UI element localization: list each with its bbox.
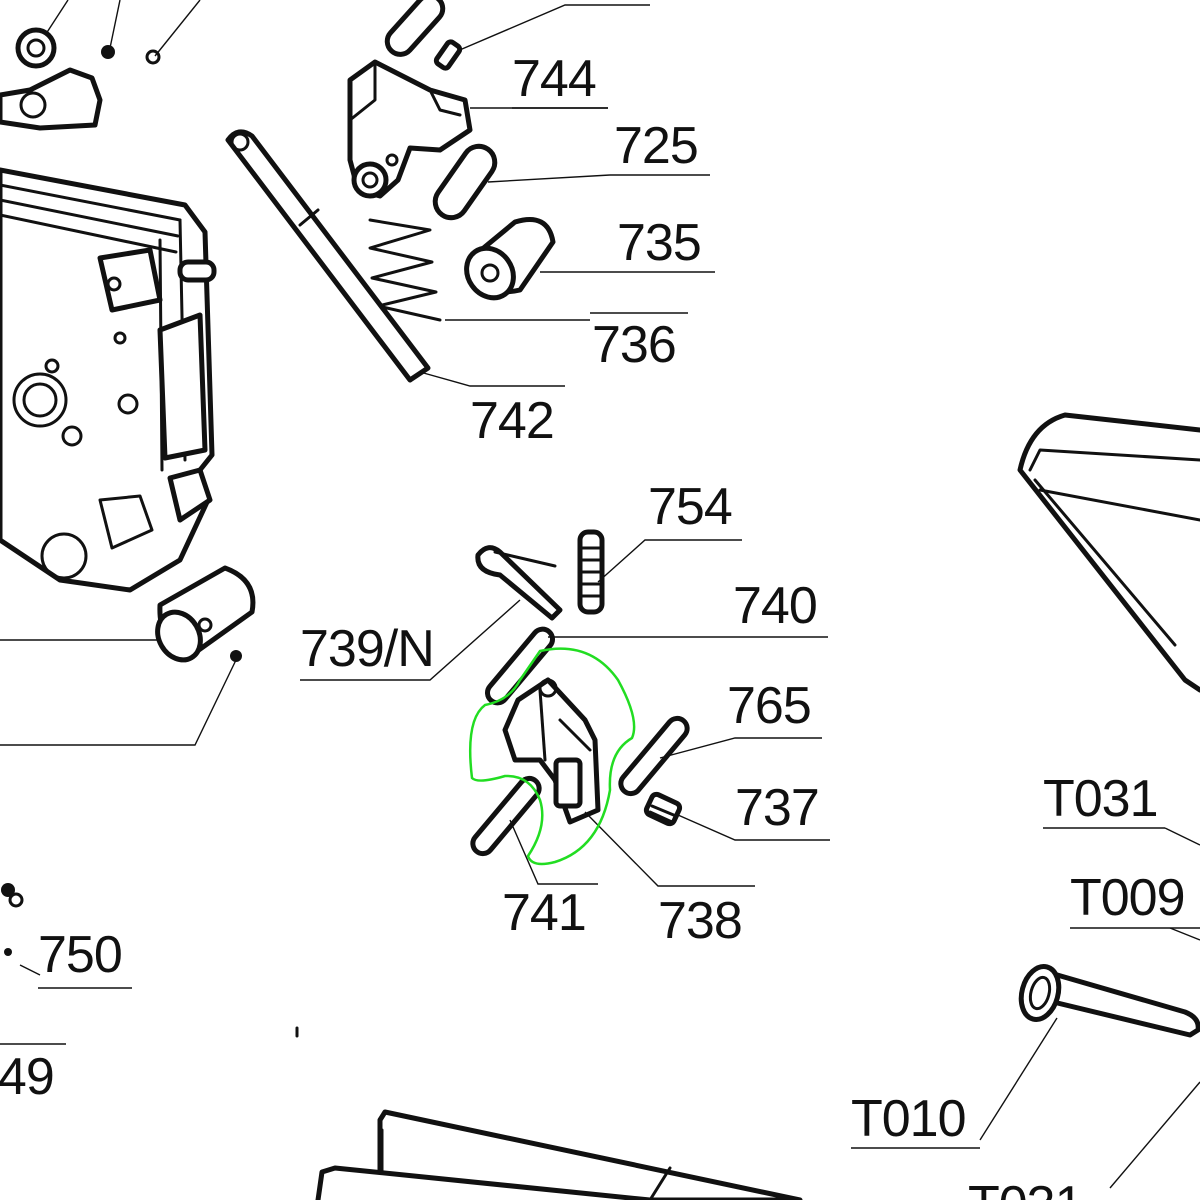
label-736: 736 xyxy=(592,316,676,374)
label-t031-bottom: T031 xyxy=(968,1176,1083,1200)
bottom-plate xyxy=(315,1109,803,1200)
part-labels: 744 725 735 736 742 754 740 739/N 765 73… xyxy=(0,50,1200,1200)
label-t010: T010 xyxy=(851,1090,966,1148)
left-cylinder xyxy=(0,565,256,746)
label-749: 749 xyxy=(0,1048,54,1106)
label-754: 754 xyxy=(648,478,732,536)
middle-cluster xyxy=(300,529,830,887)
rod-742 xyxy=(225,129,565,387)
label-765: 765 xyxy=(727,677,811,735)
right-frame xyxy=(1017,412,1200,693)
label-735: 735 xyxy=(617,214,701,272)
label-742: 742 xyxy=(470,392,554,450)
label-738: 738 xyxy=(658,892,742,950)
label-t009: T009 xyxy=(1070,869,1185,927)
label-739-n: 739/N xyxy=(300,620,434,678)
top-left-hardware xyxy=(0,0,201,131)
label-744: 744 xyxy=(512,50,596,108)
label-750: 750 xyxy=(38,926,122,984)
right-shaft xyxy=(979,827,1200,1189)
highlight-outline[interactable] xyxy=(468,647,636,866)
label-740: 740 xyxy=(733,577,817,635)
bottom-left-parts xyxy=(1,883,299,1038)
left-housing xyxy=(0,167,217,593)
label-725: 725 xyxy=(614,117,698,175)
label-737: 737 xyxy=(735,779,819,837)
label-t031-top: T031 xyxy=(1043,770,1158,828)
label-741: 741 xyxy=(502,884,586,942)
top-bracket-assembly xyxy=(347,0,715,322)
